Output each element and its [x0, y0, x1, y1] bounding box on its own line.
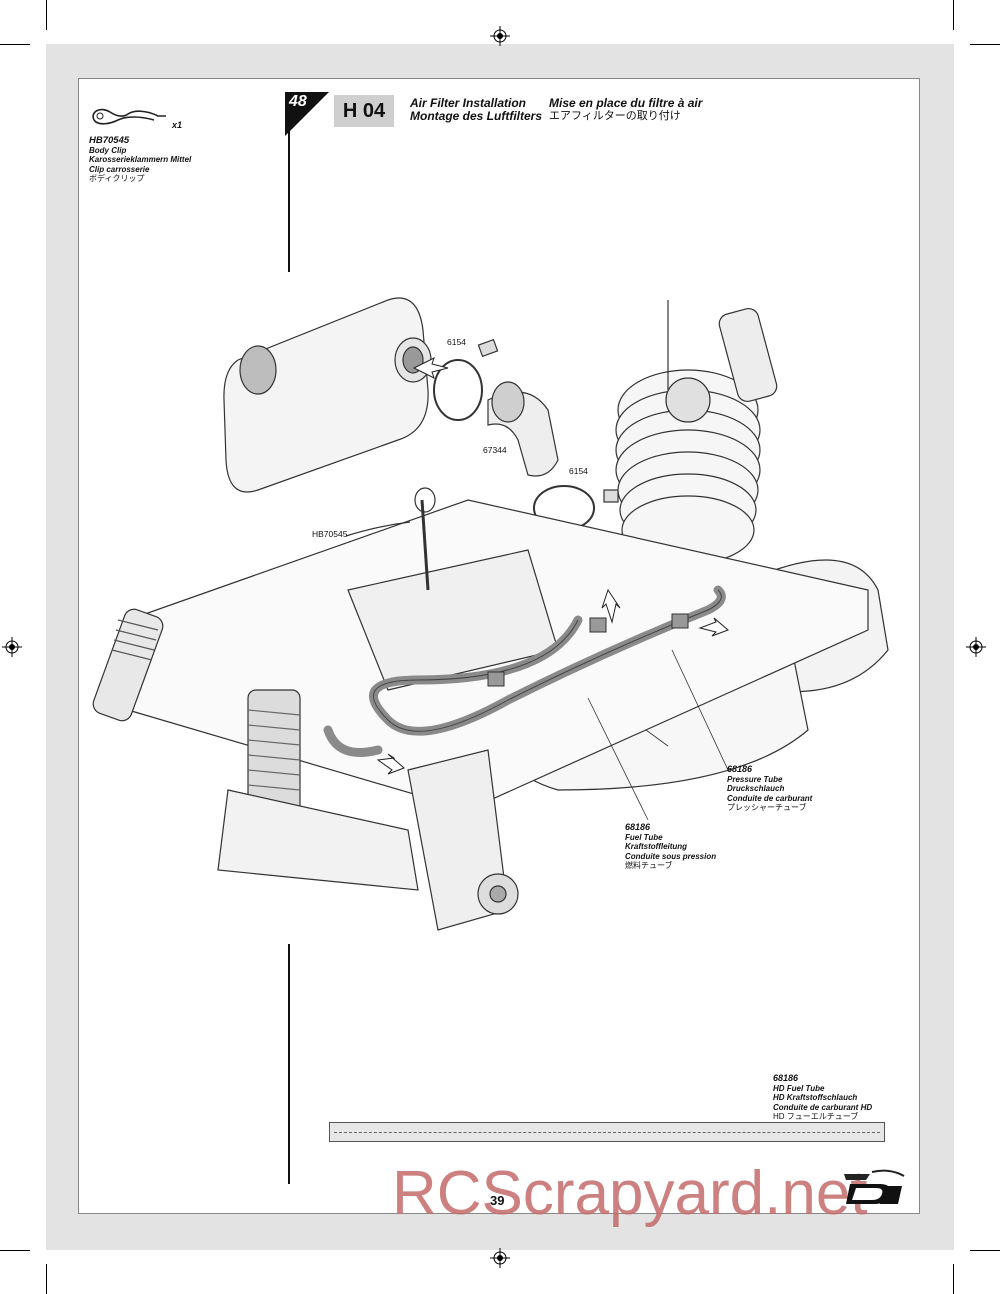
registration-mark-icon: [966, 637, 986, 657]
hd-fuel-tube-jp: HD フューエルチューブ: [773, 1112, 859, 1121]
hd-fuel-tube-scale: [329, 1122, 885, 1142]
part-name-de: Karosserieklammern Mittel: [89, 155, 192, 164]
watermark: RCScrapyard.net: [392, 1159, 868, 1228]
callout-clamp-6154-carb: 6154: [569, 466, 588, 476]
crop-mark: [953, 0, 954, 30]
part-number: HB70545: [89, 135, 130, 146]
assembly-illustration: [92, 297, 889, 931]
hd-fuel-tube-en: HD Fuel Tube: [773, 1083, 825, 1093]
step-code: H 04: [334, 95, 394, 127]
crop-mark: [46, 0, 47, 30]
hd-fuel-tube-de: HD Kraftstoffschlauch: [773, 1093, 858, 1102]
fuel-tube-part-no: 68186: [625, 822, 651, 832]
pressure-tube-part-no: 68186: [727, 764, 753, 774]
pressure-tube-label: 68186 Pressure Tube Druckschlauch Condui…: [727, 764, 897, 813]
registration-mark-icon: [490, 26, 510, 46]
crop-mark: [970, 1250, 1000, 1251]
divider-line: [288, 944, 290, 1184]
callout-body-clip: HB70545: [312, 529, 348, 539]
title-jp: エアフィルターの取り付け: [549, 110, 681, 122]
pressure-tube-jp: プレッシャーチューブ: [727, 803, 807, 812]
divider-line: [288, 92, 290, 272]
crop-mark: [46, 1264, 47, 1294]
title-fr: Mise en place du filtre à air: [549, 96, 703, 110]
crop-mark: [953, 1264, 954, 1294]
body-clip-icon: [92, 108, 166, 125]
fuel-tube-fr: Conduite sous pression: [625, 851, 717, 861]
part-name-jp: ボディクリップ: [89, 174, 145, 183]
hd-fuel-tube-part-no: 68186: [773, 1073, 799, 1083]
hb-d8-logo-icon: [844, 1169, 905, 1204]
parts-qty: x1: [172, 120, 183, 130]
pressure-tube-en: Pressure Tube: [727, 774, 783, 784]
fuel-tube-jp: 燃料チューブ: [625, 861, 673, 870]
fuel-tube-label: 68186 Fuel Tube Kraftstoffleitung Condui…: [625, 822, 795, 871]
callout-clamp-6154: 6154: [447, 337, 466, 347]
title-de: Montage des Luftfilters: [410, 109, 543, 123]
hd-fuel-tube-fr: Conduite de carburant HD: [773, 1102, 873, 1112]
parts-box-label: HB70545 Body Clip Karosserieklammern Mit…: [89, 136, 269, 184]
part-name-en: Body Clip: [89, 145, 127, 155]
step-number: 48: [289, 93, 307, 110]
pressure-tube-fr: Conduite de carburant: [727, 793, 813, 803]
fuel-tube-de: Kraftstoffleitung: [625, 842, 688, 851]
page-number: 39: [490, 1193, 505, 1208]
crop-mark: [0, 44, 30, 45]
fuel-tube-en: Fuel Tube: [625, 832, 663, 842]
title-en: Air Filter Installation: [410, 96, 527, 110]
registration-mark-icon: [490, 1248, 510, 1268]
crop-mark: [0, 1250, 30, 1251]
pressure-tube-de: Druckschlauch: [727, 784, 785, 793]
hd-fuel-tube-label: 68186 HD Fuel Tube HD Kraftstoffschlauch…: [773, 1073, 903, 1122]
callout-elbow-67344: 67344: [483, 445, 507, 455]
step-badge: [285, 92, 329, 136]
crop-mark: [970, 44, 1000, 45]
part-name-fr: Clip carrosserie: [89, 164, 150, 174]
registration-mark-icon: [2, 637, 22, 657]
